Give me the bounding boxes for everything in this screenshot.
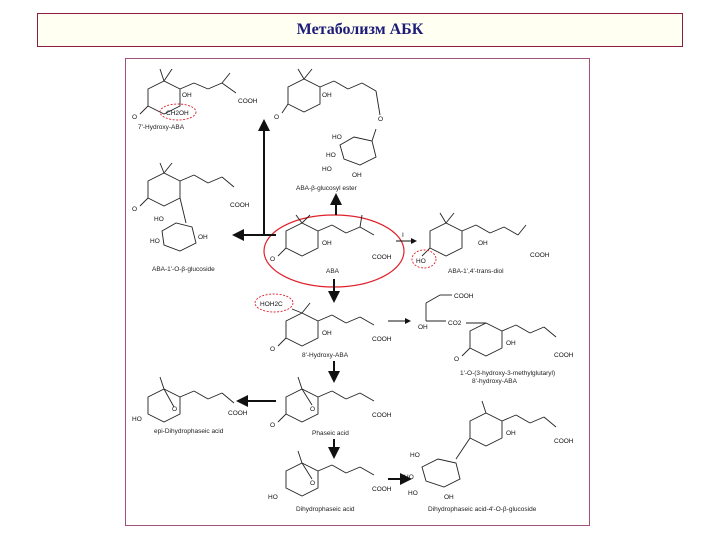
label-aba: ABA [326,268,340,275]
highlight-hoh2c-ring [254,293,294,313]
cooh-label: COOH [238,98,258,105]
label-8-hydroxy-aba: 8'-Hydroxy-ABA [302,352,349,359]
cooh-label: COOH [230,202,250,209]
cooh-label: COOH [454,293,474,300]
oh-label: OH [198,234,208,241]
ho-label: HO [408,490,418,497]
oxo-label: O [132,206,137,213]
oh-label: OH [182,92,192,99]
oxo-label: O [270,346,275,353]
ho-label: HO [150,238,160,245]
metabolism-diagram: O OH COOH CH2OH 7'-Hydroxy-ABA O OH O HO… [132,68,574,513]
ho-label: HO [322,166,332,173]
compound-aba-glucoside: O COOH HO HO OH ABA-1'-O-β-glucoside [132,162,250,273]
highlight-ho-group [411,249,437,269]
ch2oh-label: CH2OH [166,110,189,117]
metabolism-figure: O OH COOH CH2OH 7'-Hydroxy-ABA O OH O HO… [125,58,590,526]
oh-label: OH [322,92,332,99]
cooh-label: COOH [372,336,392,343]
oh-label: OH [352,172,362,179]
oxo-label: O [270,256,275,263]
oh-label: OH [444,494,454,501]
ho-label: HO [154,216,164,223]
ho-label: HO [268,494,278,501]
compound-dihydrophaseic-acid: HO O COOH Dihydrophaseic acid [268,450,392,513]
ring-o-label: O [310,406,315,413]
ho-label: HO [410,452,420,459]
oxo-label: O [454,356,459,363]
oxo-label: O [270,422,275,429]
cooh-label: COOH [372,486,392,493]
page-title: Метаболизм АБК [296,21,424,38]
hoh2c-label: HOH2C [260,301,283,308]
cooh-label: COOH [228,410,248,417]
oh-label: OH [322,240,332,247]
compound-7-hydroxy-aba: O OH COOH CH2OH 7'-Hydroxy-ABA [132,68,258,131]
ring-o-label: O [172,406,177,413]
cooh-label: COOH [372,412,392,419]
ho-label: HO [132,416,142,423]
compound-epi-dihydrophaseic-acid: HO O COOH epi-Dihydrophaseic acid [132,376,248,435]
compound-phaseic-acid: O O COOH Phaseic acid [270,376,392,437]
compound-aba-glucosyl-ester: O OH O HO HO HO OH ABA-β-glucosyl ester [274,68,383,192]
oh-label: OH [506,430,516,437]
reversible-mark: I [402,232,404,239]
title-box: Метаболизм АБК [37,13,683,47]
co2-label: CO2 [448,320,462,327]
label-aba-glucoside: ABA-1'-O-β-glucoside [152,266,215,273]
label-7-hydroxy-aba: 7'-Hydroxy-ABA [138,124,185,131]
label-hmg-line2: 8'-hydroxy-ABA [472,378,518,385]
compound-aba: O OH COOH ABA [263,214,405,288]
ester-o-label: O [378,116,383,123]
oxo-label: O [132,114,137,121]
label-aba-glucosyl-ester: ABA-β-glucosyl ester [296,185,358,192]
label-dihydrophaseic: Dihydrophaseic acid [296,506,355,513]
oxo-label: O [274,114,279,121]
ho-label: HO [332,134,342,141]
highlight-ch2oh-ring [159,103,197,121]
cooh-label: COOH [554,352,574,359]
oh-label: OH [322,330,332,337]
compound-aba-diol: HO OH COOH ABA-1',4'-trans-diol [411,212,550,275]
label-dpa-glucoside: Dihydrophaseic acid-4'-O-β-glucoside [428,506,537,513]
ho-label: HO [416,258,426,265]
compound-dpa-glucoside: OH COOH HO HO HO OH Dihydrophaseic acid-… [404,400,574,513]
oh-label: OH [418,324,428,331]
cooh-label: COOH [372,254,392,261]
compound-8-hydroxy-aba: HOH2C O OH COOH 8'-Hydroxy-ABA [254,293,392,359]
label-phaseic: Phaseic acid [312,430,349,437]
label-epi-dihydrophaseic: epi-Dihydrophaseic acid [154,428,224,435]
oh-label: OH [506,340,516,347]
cooh-label: COOH [554,438,574,445]
label-aba-diol: ABA-1',4'-trans-diol [448,268,504,275]
cooh-label: COOH [530,252,550,259]
oh-label: OH [478,240,488,247]
compound-hmg-conjugate: COOH OH CO2 O OH COOH 1'-O-(3-hydroxy-3-… [418,293,574,385]
ho-label: HO [326,152,336,159]
ring-o-label: O [310,480,315,487]
label-hmg-line1: 1'-O-(3-hydroxy-3-methylglutaryl) [460,370,555,377]
